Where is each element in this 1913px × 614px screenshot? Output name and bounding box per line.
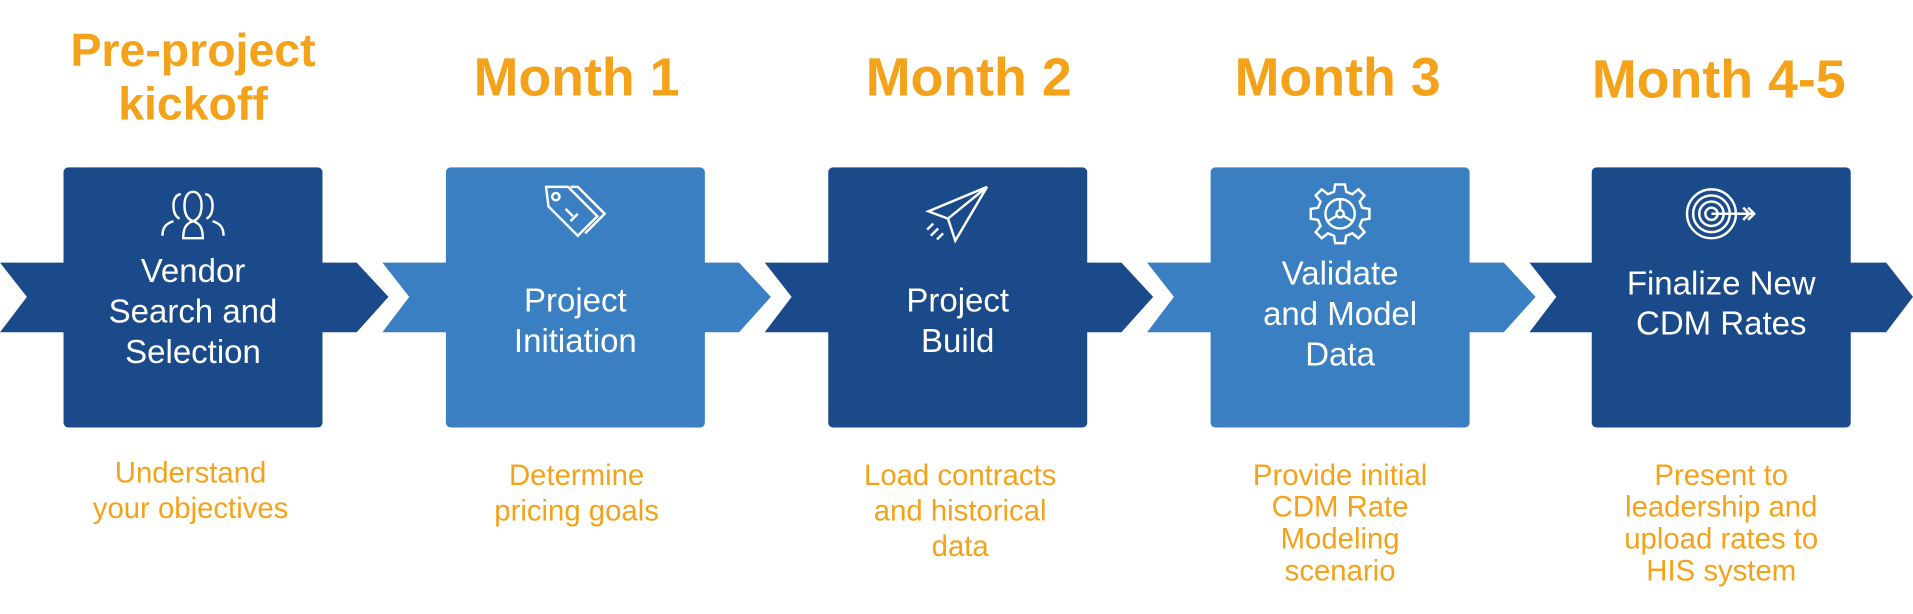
gear-icon xyxy=(1307,178,1373,249)
target-icon xyxy=(1685,178,1758,249)
step-description-4: Provide initial CDM Rate Modeling scenar… xyxy=(1252,459,1428,588)
step-card-project-build: Project Build xyxy=(828,167,1088,428)
step-card-vendor-search: Vendor Search and Selection xyxy=(63,167,323,428)
step-title: Project Initiation xyxy=(513,282,637,360)
step-title: Validate and Model Data xyxy=(1263,255,1418,373)
price-tags-icon xyxy=(541,178,609,249)
step-description-3: Load contracts and historical data xyxy=(864,459,1057,564)
step-card-finalize-rates: Finalize New CDM Rates xyxy=(1591,167,1851,428)
phase-heading-month-3: Month 3 xyxy=(1234,47,1441,108)
phase-heading-month-2: Month 2 xyxy=(865,47,1072,108)
paper-plane-icon xyxy=(924,178,992,249)
step-title: Vendor Search and Selection xyxy=(108,252,278,371)
step-title: Finalize New CDM Rates xyxy=(1626,265,1816,343)
step-title: Project Build xyxy=(906,282,1010,360)
step-description-2: Determine pricing goals xyxy=(494,459,659,528)
step-card-project-initiation: Project Initiation xyxy=(445,167,705,428)
phase-heading-month-4-5: Month 4-5 xyxy=(1591,50,1846,110)
people-group-icon xyxy=(159,178,227,249)
step-card-validate-model: Validate and Model Data xyxy=(1210,167,1470,428)
step-description-5: Present to leadership and upload rates t… xyxy=(1624,459,1819,588)
phase-heading-pre-project: Pre-project kickoff xyxy=(70,25,316,131)
phase-heading-month-1: Month 1 xyxy=(473,47,680,108)
step-description-1: Understand your objectives xyxy=(92,456,289,526)
